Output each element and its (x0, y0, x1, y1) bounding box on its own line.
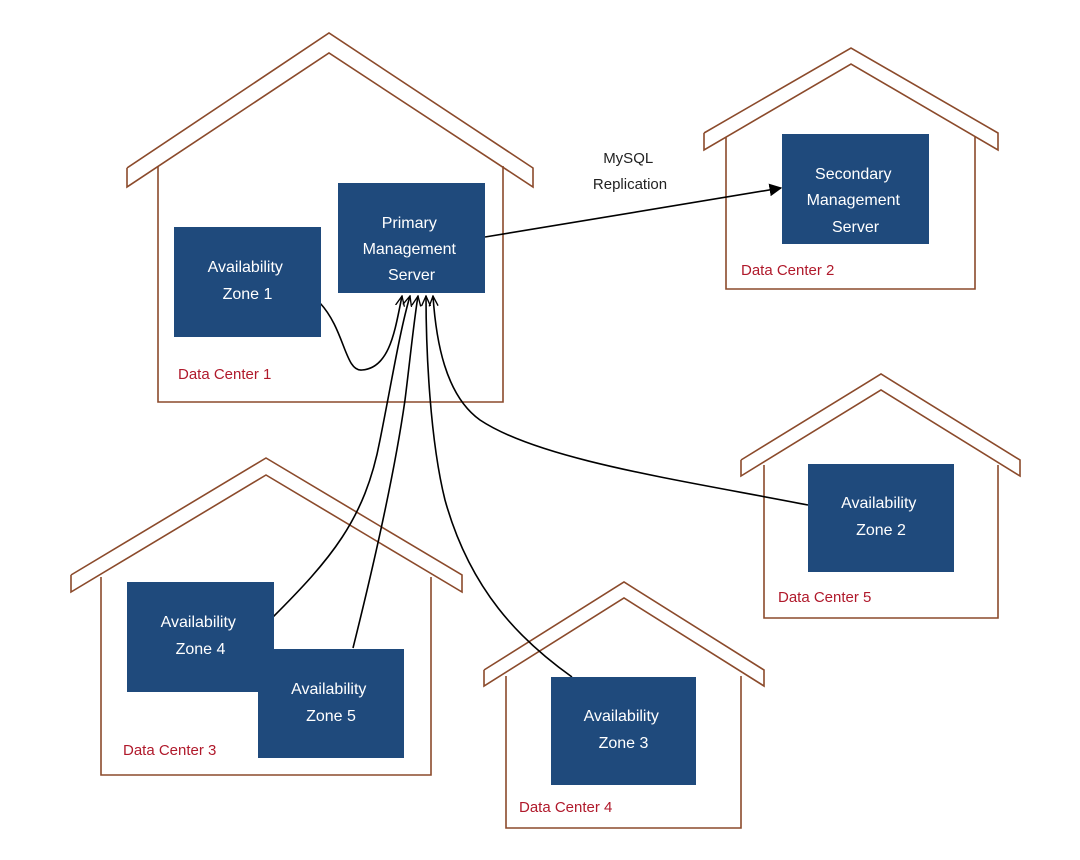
svg-text:Secondary Management: Secondary Management Server (807, 166, 905, 236)
svg-text:Availability Zone 1: Availability Zone 1 (208, 259, 288, 303)
availability-zone-3: Availability Zone 3 (551, 677, 696, 785)
replication-arrow (484, 183, 783, 238)
house-data-center-3: Data Center 3 (70, 457, 463, 776)
data-center-3-label: Data Center 3 (123, 742, 216, 759)
svg-text:Availability Zone 4: Availability Zone 4 (161, 614, 241, 658)
connector-az5-primary (352, 296, 418, 649)
data-center-4-label: Data Center 4 (519, 799, 612, 816)
svg-text:Availability Zone 5: Availability Zone 5 (291, 681, 371, 725)
primary-management-server: Primary Management Server (338, 183, 485, 293)
connector-az2-primary (433, 296, 809, 506)
house-data-center-4: Data Center 4 (483, 581, 765, 829)
data-center-2-label: Data Center 2 (741, 262, 834, 279)
secondary-management-server: Secondary Management Server (782, 134, 929, 244)
svg-text:Availability Zone 3: Availability Zone 3 (584, 708, 664, 752)
availability-zone-4: Availability Zone 4 (127, 582, 274, 692)
connector-az4-primary (271, 296, 410, 619)
data-center-1-label: Data Center 1 (178, 366, 271, 383)
house-data-center-2: Data Center 2 (703, 47, 999, 290)
data-center-5-label: Data Center 5 (778, 589, 871, 606)
zone-connectors (271, 296, 809, 678)
replication-label: MySQL Replication (593, 150, 667, 193)
house-data-center-1: Data Center 1 (126, 32, 534, 403)
connector-az3-primary (426, 296, 573, 678)
availability-zone-1: Availability Zone 1 (174, 227, 321, 337)
availability-zone-2: Availability Zone 2 (808, 464, 954, 572)
svg-text:Primary Management: Primary Management Server (363, 215, 461, 284)
house-data-center-5: Data Center 5 (740, 373, 1021, 619)
svg-text:Availability Zone 2: Availability Zone 2 (841, 495, 921, 539)
connector-az1-primary (319, 296, 402, 371)
availability-zone-5: Availability Zone 5 (258, 649, 404, 758)
